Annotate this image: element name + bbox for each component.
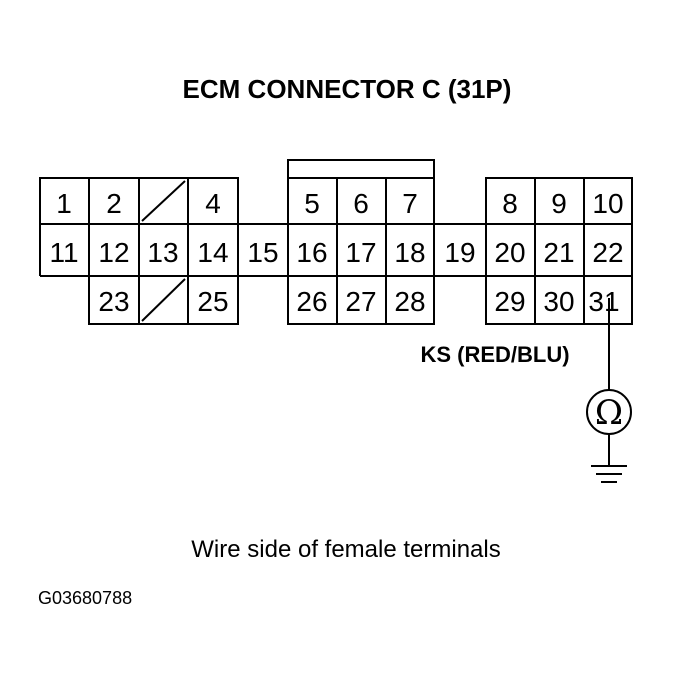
pin-label: 12 bbox=[98, 237, 129, 268]
pin-label: 22 bbox=[592, 237, 623, 268]
pin-label: 29 bbox=[494, 286, 525, 317]
pin-label: 7 bbox=[402, 188, 418, 219]
pin-label: 18 bbox=[394, 237, 425, 268]
diagram-caption: Wire side of female terminals bbox=[191, 536, 500, 563]
pin-label: 16 bbox=[296, 237, 327, 268]
pin-label: 13 bbox=[147, 237, 178, 268]
pin-label: 4 bbox=[205, 188, 221, 219]
pin-label: 9 bbox=[551, 188, 567, 219]
connector-outline bbox=[39, 159, 633, 483]
pin-label: 10 bbox=[592, 188, 623, 219]
pin-label: 23 bbox=[98, 286, 129, 317]
pin-label: 31 bbox=[588, 286, 619, 317]
right-block bbox=[485, 177, 633, 325]
pin-label: 20 bbox=[494, 237, 525, 268]
pin-label: 5 bbox=[304, 188, 320, 219]
figure-code: G03680788 bbox=[38, 588, 132, 608]
pin-label: 30 bbox=[543, 286, 574, 317]
row3-pins: 23 25 26 27 28 29 30 31 bbox=[98, 286, 619, 317]
pin-label: 25 bbox=[197, 286, 228, 317]
pin-label: 8 bbox=[502, 188, 518, 219]
pin-label: 1 bbox=[56, 188, 72, 219]
row1-pins: 1 2 4 5 6 7 8 9 10 bbox=[56, 188, 623, 219]
blank-cell-slash bbox=[141, 278, 186, 322]
pin-label: 11 bbox=[49, 237, 78, 268]
pin-label: 19 bbox=[444, 237, 475, 268]
ohm-icon: Ω bbox=[595, 393, 623, 433]
diagram-title: ECM CONNECTOR C (31P) bbox=[183, 74, 512, 104]
middle-key-bar bbox=[287, 159, 435, 178]
wire-label: KS (RED/BLU) bbox=[420, 342, 569, 367]
blank-cell-slash bbox=[141, 180, 186, 222]
pin-label: 28 bbox=[394, 286, 425, 317]
pin-label: 6 bbox=[353, 188, 369, 219]
pin-label: 17 bbox=[345, 237, 376, 268]
pin-label: 14 bbox=[197, 237, 228, 268]
pin-label: 2 bbox=[106, 188, 122, 219]
pin-label: 21 bbox=[543, 237, 574, 268]
pin-label: 27 bbox=[345, 286, 376, 317]
pin-label: 26 bbox=[296, 286, 327, 317]
row2-pins: 11 12 13 14 15 16 17 18 19 20 21 22 bbox=[49, 237, 623, 268]
pin-label: 15 bbox=[247, 237, 278, 268]
